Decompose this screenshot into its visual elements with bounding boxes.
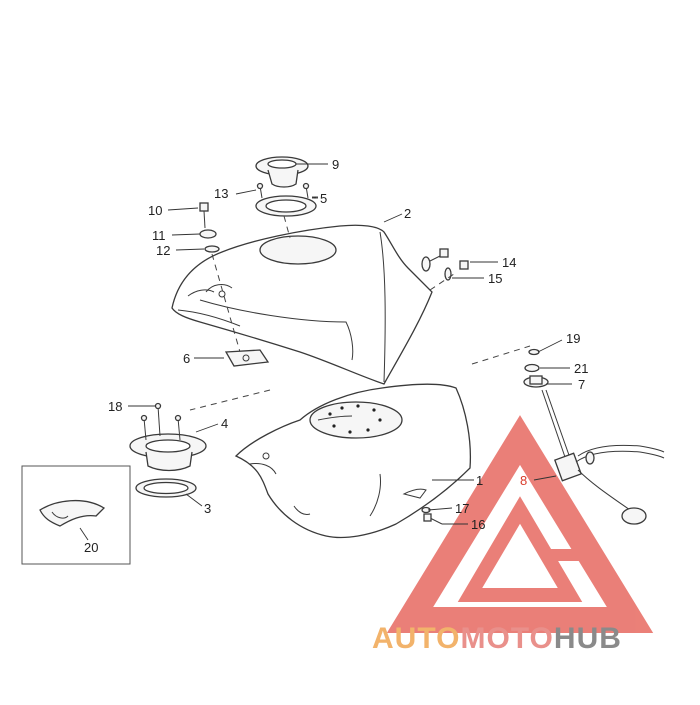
sensor-part-8 [541,389,665,525]
watermark-hub: HUB [554,622,622,655]
callout-labels: 9 5 13 10 11 12 2 6 14 15 18 4 3 1 17 16… [84,157,588,555]
callout-1: 1 [476,473,483,488]
callout-leaders [79,163,572,541]
callout-13: 13 [214,186,228,201]
filler-ring-part-5 [255,195,317,217]
gasket-part-21 [524,363,540,373]
callout-4: 4 [221,416,228,431]
watermark-logo [386,415,654,633]
bolt-part-14 [421,248,449,272]
watermark-auto: AUTO [372,622,460,655]
callout-8: 8 [520,473,527,488]
callout-15: 15 [488,271,502,286]
callout-9: 9 [332,157,339,172]
callout-18: 18 [108,399,122,414]
screw-part-16 [423,513,443,525]
washer-part-12 [204,245,220,253]
callout-11: 11 [152,228,166,243]
watermark-moto: MOTO [460,622,553,655]
pad-part-6 [224,349,270,367]
bolt-part-10 [199,202,209,229]
watermark-wordmark: AUTOMOTOHUB [372,622,622,655]
detail-inset-part-20 [21,465,131,565]
pump-flange-part-4 [129,433,207,472]
bushing-part-11 [199,229,217,239]
oring-part-19 [528,348,540,356]
callout-14: 14 [502,255,516,270]
callout-12: 12 [156,243,170,258]
seal-part-3 [135,478,197,498]
callout-21: 21 [574,361,588,376]
callout-7: 7 [578,377,585,392]
callout-16: 16 [471,517,485,532]
callout-3: 3 [204,501,211,516]
callout-2: 2 [404,206,411,221]
callout-19: 19 [566,331,580,346]
pump-bolt-circle [328,404,382,434]
fuel-tank-part-1 [234,383,472,539]
callout-6: 6 [183,351,190,366]
callout-17: 17 [455,501,469,516]
nut-part-7 [523,375,549,388]
screw-part-13 [256,182,310,199]
callout-10: 10 [148,203,162,218]
fuel-cap-part-9 [255,156,309,188]
svg-text:AUTOMOTOHUB: AUTOMOTOHUB [372,622,622,655]
callout-20: 20 [84,540,98,555]
tank-cover-part-2 [171,224,433,385]
callout-5: 5 [320,191,327,206]
